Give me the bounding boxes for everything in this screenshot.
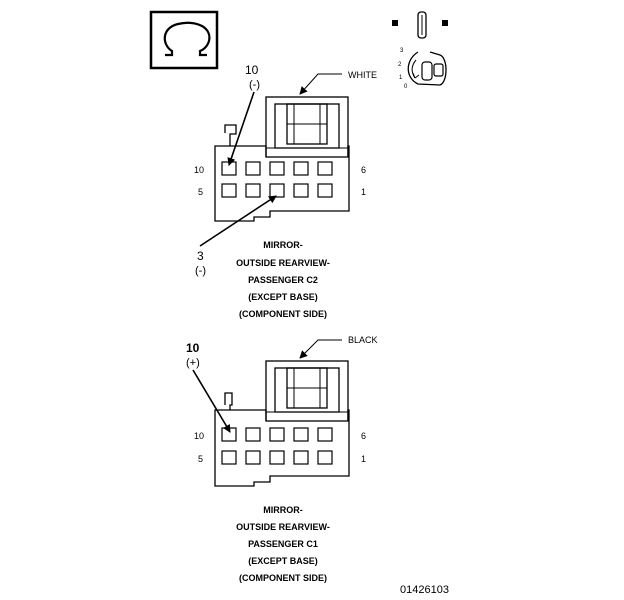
- key-pos-1: 1: [399, 75, 403, 81]
- omega-symbol-icon: [149, 10, 219, 70]
- c2-pin-label-5: 5: [198, 187, 203, 197]
- connector-c2: 10 6 5 1 WHITE 10 (-) 3 (-) MIRROR- OUTS…: [194, 63, 377, 319]
- c2-callout-10-polarity: (-): [249, 79, 260, 91]
- c2-pin-label-6: 6: [361, 165, 366, 175]
- figure-id: 01426103: [400, 584, 449, 596]
- c2-cavities: [221, 161, 333, 198]
- c2-callout-3-arrow: [199, 195, 277, 247]
- c1-cavities: [221, 427, 333, 465]
- c2-lock-color-label: WHITE: [348, 70, 377, 80]
- c1-lock-color-leader: [299, 339, 342, 359]
- c1-lock-color-label: BLACK: [348, 335, 378, 345]
- c2-caption-line-5: (COMPONENT SIDE): [239, 309, 327, 319]
- c1-caption-line-1: MIRROR-: [263, 505, 303, 515]
- c2-caption-line-3: PASSENGER C2: [248, 275, 318, 285]
- c2-body-outline: [214, 124, 350, 222]
- c2-callout-3-number: 3: [197, 249, 204, 263]
- c1-pin-label-6: 6: [361, 431, 366, 441]
- c1-body-outline: [214, 392, 350, 487]
- c1-caption-line-4: (EXCEPT BASE): [248, 556, 318, 566]
- c1-caption-line-2: OUTSIDE REARVIEW-: [236, 522, 330, 532]
- c1-caption-line-5: (COMPONENT SIDE): [239, 573, 327, 583]
- c2-lock-latch: [265, 96, 349, 158]
- c1-pin-label-10: 10: [194, 431, 204, 441]
- key-position-icon: 3 2 1 0: [392, 11, 448, 90]
- c1-pin-label-1: 1: [361, 454, 366, 464]
- c2-pin-label-1: 1: [361, 187, 366, 197]
- c1-caption: MIRROR- OUTSIDE REARVIEW- PASSENGER C1 (…: [236, 505, 330, 583]
- c1-pin-label-5: 5: [198, 454, 203, 464]
- c2-caption-line-1: MIRROR-: [263, 240, 303, 250]
- c1-callout-10-number: 10: [186, 341, 200, 355]
- key-pos-0: 0: [404, 84, 408, 90]
- c2-callout-10-number: 10: [245, 63, 259, 77]
- c1-caption-line-3: PASSENGER C1: [248, 539, 318, 549]
- key-pos-3: 3: [400, 48, 404, 54]
- c1-lock-latch: [265, 360, 349, 422]
- key-pos-2: 2: [398, 62, 402, 68]
- c2-caption-line-4: (EXCEPT BASE): [248, 292, 318, 302]
- c2-callout-10-arrow: [227, 91, 255, 166]
- connector-c1: 10 6 5 1 BLACK 10 (+) MIRROR- OUTSIDE RE…: [186, 335, 378, 583]
- c2-lock-color-leader: [299, 73, 342, 95]
- c2-callout-3-polarity: (-): [195, 265, 206, 277]
- c2-caption-line-2: OUTSIDE REARVIEW-: [236, 258, 330, 268]
- c2-pin-label-10: 10: [194, 165, 204, 175]
- c1-callout-10-polarity: (+): [186, 357, 200, 369]
- c1-callout-10-arrow: [192, 369, 231, 433]
- c2-caption: MIRROR- OUTSIDE REARVIEW- PASSENGER C2 (…: [236, 240, 330, 319]
